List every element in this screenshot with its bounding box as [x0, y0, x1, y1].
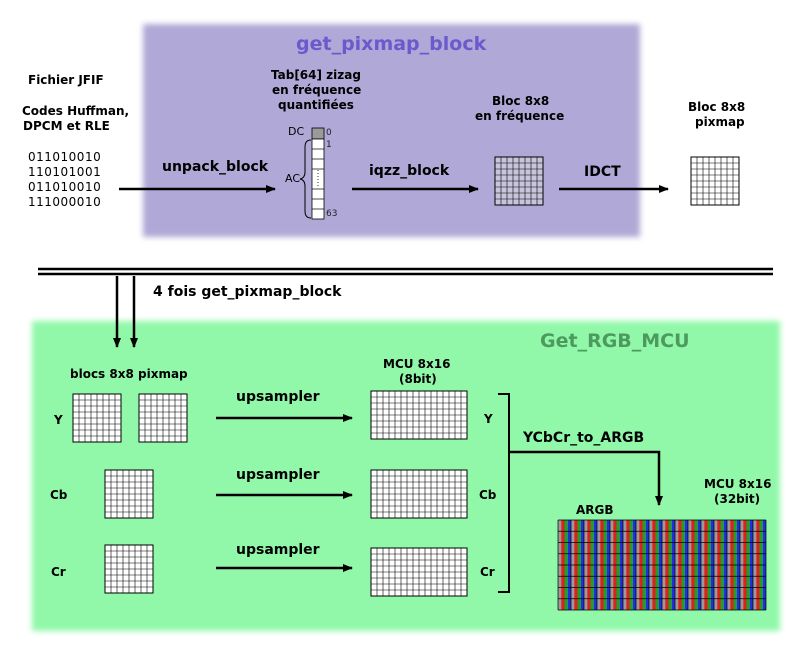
index-1-label: 1: [326, 140, 332, 150]
upsampler-label-y: upsampler: [236, 389, 320, 405]
codes-label-line2: DPCM et RLE: [23, 119, 110, 133]
bitstream-line2: 110101001: [28, 165, 102, 179]
argb-label: ARGB: [576, 503, 614, 517]
mcu8-label-line2: (8bit): [399, 372, 437, 386]
ac-brace: [299, 139, 312, 219]
y-label-left: Y: [54, 413, 63, 427]
unpack-block-label: unpack_block: [162, 159, 269, 175]
y-label-right: Y: [484, 412, 493, 426]
pixmap-block-label-line1: Bloc 8x8: [688, 100, 746, 114]
pixmap-block-panel: [143, 24, 640, 237]
bitstream-line1: 011010010: [28, 150, 102, 164]
index-63-label: 63: [326, 209, 338, 219]
jfif-file-label: Fichier JFIF: [28, 73, 104, 87]
mcu-cb-grid: [370, 469, 468, 519]
index-0-label: 0: [326, 128, 332, 138]
dc-label: DC: [288, 125, 305, 138]
ycbcr-to-argb-arrow: [509, 450, 663, 506]
mcu32-label-line1: MCU 8x16: [704, 477, 772, 491]
codes-label-line1: Codes Huffman,: [22, 104, 130, 118]
ycbcr-to-argb-label: YCbCr_to_ARGB: [523, 430, 645, 446]
freq-block-label-line2: en fréquence: [475, 109, 565, 123]
ac-label: AC: [285, 172, 301, 185]
cb-label-right: Cb: [479, 488, 497, 502]
rgb-mcu-title: Get_RGB_MCU: [540, 330, 690, 352]
iqzz-block-label: iqzz_block: [369, 163, 450, 179]
argb-mcu-grid: [557, 519, 767, 611]
cr-block-grid: [104, 544, 154, 594]
mcu-y-grid: [370, 390, 468, 440]
cb-label-left: Cb: [50, 488, 68, 502]
y-block-2-grid: [138, 393, 188, 443]
channel-bracket: [498, 393, 510, 593]
upsampler-label-cb: upsampler: [236, 467, 320, 483]
idct-label: IDCT: [584, 164, 621, 180]
cr-label-right: Cr: [480, 565, 495, 579]
loop-label: 4 fois get_pixmap_block: [153, 284, 342, 300]
pixmap-block-label-line2: pixmap: [695, 115, 745, 129]
mcu32-label-line2: (32bit): [714, 492, 761, 506]
pixmap-block-grid: [690, 156, 740, 206]
bitstream-line3: 011010010: [28, 180, 102, 194]
upsampler-label-cr: upsampler: [236, 542, 320, 558]
mcu8-label-line1: MCU 8x16: [383, 357, 451, 371]
pixmap-block-title: get_pixmap_block: [296, 33, 487, 55]
zigzag-array: [299, 127, 325, 220]
y-block-1-grid: [72, 393, 122, 443]
freq-block-label-line1: Bloc 8x8: [492, 94, 550, 108]
mcu-cr-grid: [370, 547, 468, 597]
frequency-block-grid: [494, 156, 544, 206]
tab64-label-line1: Tab[64] zizag: [271, 68, 361, 82]
cb-block-grid: [104, 469, 154, 519]
cr-label-left: Cr: [51, 565, 66, 579]
bitstream-line4: 111000010: [28, 195, 102, 209]
tab64-label-line3: quantifiées: [278, 98, 354, 112]
blocs-label: blocs 8x8 pixmap: [70, 367, 188, 381]
tab64-label-line2: en fréquence: [272, 83, 362, 97]
